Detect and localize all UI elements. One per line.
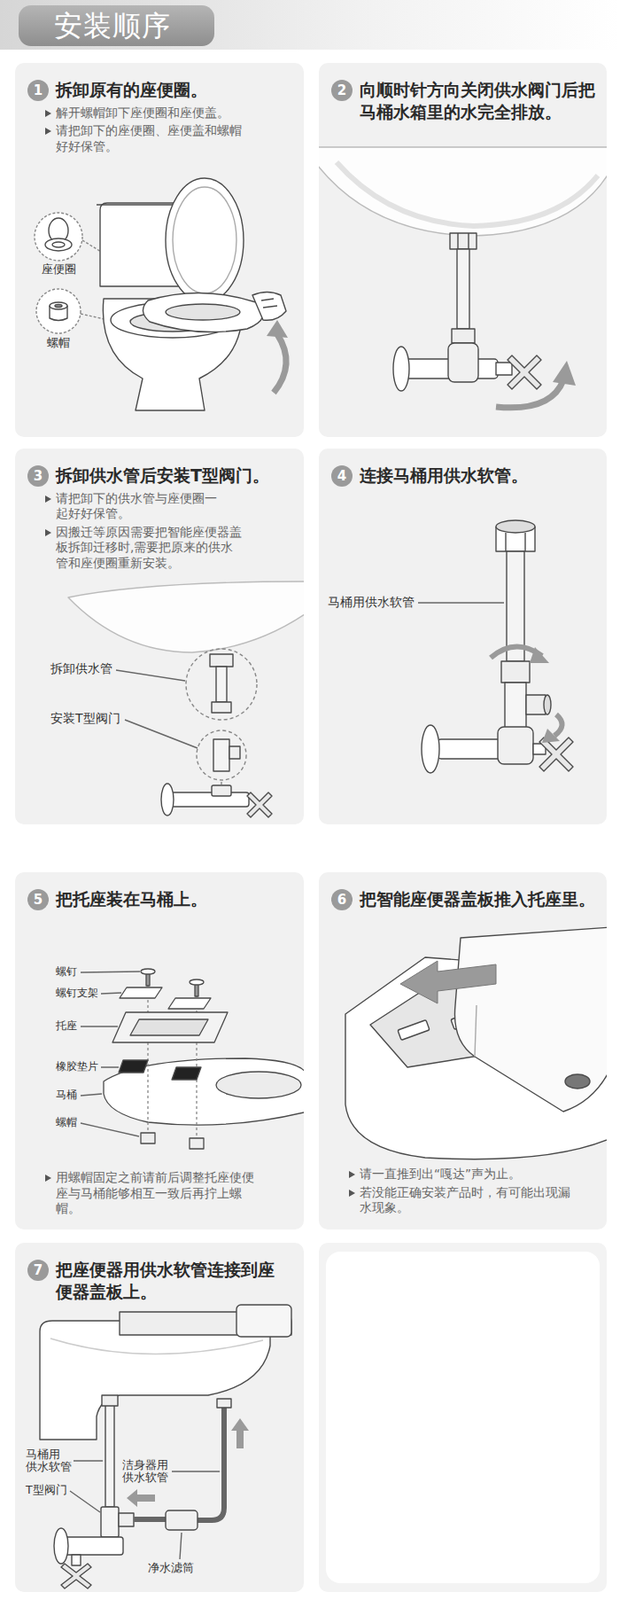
bullet-triangle bbox=[45, 528, 52, 536]
bullet-triangle bbox=[45, 109, 52, 117]
bullet-text: 请把卸下的座便圈、座便盖和螺帽好好保管。 bbox=[55, 123, 242, 155]
part-label: 托座 bbox=[55, 1019, 78, 1031]
part-label: 洁身器用 供水软管 bbox=[122, 1457, 169, 1484]
header-tab: 安装顺序 bbox=[18, 5, 215, 47]
step-number-circle: 5 bbox=[27, 888, 49, 910]
step-panel: 连接马桶用供水软管。 4 马桶用供水软管 bbox=[318, 448, 607, 824]
part-label: 座便圈 bbox=[41, 263, 77, 277]
part-label: 安装T型阀门 bbox=[50, 710, 121, 725]
hose-drawing bbox=[418, 519, 574, 773]
step-number-circle: 4 bbox=[331, 465, 353, 487]
step-heading: 向顺时针方向关闭供水阀门后把马桶水箱里的水完全排放。 bbox=[359, 78, 597, 123]
step-number: 1 bbox=[33, 84, 43, 98]
step-number-circle: 6 bbox=[331, 888, 353, 910]
part-label: 净水滤筒 bbox=[147, 1560, 194, 1574]
page-title: 安装顺序 bbox=[54, 11, 171, 40]
bullet-triangle bbox=[45, 127, 52, 135]
exploded-drawing bbox=[80, 968, 304, 1148]
push-arrow bbox=[400, 960, 496, 1003]
step-heading: 连接马桶用供水软管。 bbox=[359, 464, 597, 487]
step-number: 4 bbox=[337, 469, 347, 483]
toilet-drawing bbox=[34, 178, 287, 411]
bullet-triangle bbox=[45, 495, 52, 503]
bullet-text: 解开螺帽卸下座便圈和座便盖。 bbox=[55, 105, 242, 122]
step-heading: 拆卸供水管后安装T型阀门。 bbox=[55, 464, 291, 487]
step-panel: 把座便器用供水软管连接到座便器盖板上。 7 马桶用 供水软管 洁身器用 供水软管 T型阀… bbox=[15, 1241, 304, 1591]
part-label: 螺钉支架 bbox=[55, 986, 99, 999]
bullet-text: 请把卸下的供水管与座便圈一起好好保管。 bbox=[55, 490, 229, 522]
valve-drawing bbox=[318, 147, 607, 391]
step-number: 3 bbox=[33, 469, 43, 483]
bullet-text: 因搬迁等原因需要把智能座便器盖板拆卸迁移时,需要把原来的供水管和座便圈重新安装。 bbox=[55, 524, 242, 572]
step-number-circle: 3 bbox=[27, 465, 49, 487]
connection-drawing bbox=[39, 1303, 292, 1588]
tvalve-drawing bbox=[68, 581, 304, 817]
step-panel: 拆卸供水管后安装T型阀门。请把卸下的供水管与座便圈一起好好保管。因搬迁等原因需要… bbox=[15, 448, 304, 824]
step-panel: 把托座装在马桶上。用螺帽固定之前请前后调整托座使便座与马桶能够相互一致后再拧上螺… bbox=[15, 871, 304, 1229]
part-label: 螺钉 bbox=[55, 965, 78, 977]
bullet-item: 请把卸下的座便圈、座便盖和螺帽好好保管。 bbox=[55, 123, 242, 155]
step-heading: 把托座装在马桶上。 bbox=[55, 887, 291, 910]
part-label: 拆卸供水管 bbox=[50, 660, 113, 675]
step-number: 7 bbox=[33, 1263, 43, 1277]
bullet-triangle bbox=[45, 1173, 52, 1181]
bullet-item: 请一直推到出“嘎达”声为止。 bbox=[359, 1165, 580, 1182]
step-panel: 向顺时针方向关闭供水阀门后把马桶水箱里的水完全排放。 2 bbox=[318, 62, 607, 437]
part-label: T型阀门 bbox=[25, 1482, 68, 1496]
step4-illustration bbox=[318, 448, 607, 824]
bullet-triangle bbox=[348, 1188, 356, 1196]
bullet-triangle bbox=[348, 1170, 356, 1178]
blank-panel bbox=[318, 1241, 607, 1591]
part-label: 橡胶垫片 bbox=[55, 1060, 99, 1072]
step-panel: 把智能座便器盖板推入托座里。请一直推到出“嘎达”声为止。若没能正确安装产品时，有… bbox=[318, 871, 607, 1229]
lift-arrow bbox=[273, 333, 287, 393]
bullet-text: 用螺帽固定之前请前后调整托座使便座与马桶能够相互一致后再拧上螺帽。 bbox=[55, 1169, 264, 1217]
part-label: 马桶 bbox=[55, 1088, 78, 1101]
bullet-item: 因搬迁等原因需要把智能座便器盖板拆卸迁移时,需要把原来的供水管和座便圈重新安装。 bbox=[55, 524, 242, 572]
step-number: 6 bbox=[337, 892, 347, 907]
bullet-item: 用螺帽固定之前请前后调整托座使便座与马桶能够相互一致后再拧上螺帽。 bbox=[55, 1169, 264, 1217]
flow-arrow bbox=[126, 1488, 155, 1506]
turn-arrowhead bbox=[552, 360, 576, 386]
part-label: 马桶用 供水软管 bbox=[25, 1447, 72, 1473]
step-number-circle: 1 bbox=[27, 79, 49, 101]
step-heading: 拆卸原有的座便圈。 bbox=[55, 78, 291, 101]
bullet-item: 若没能正确安装产品时，有可能出现漏水现象。 bbox=[359, 1184, 580, 1216]
step-number: 2 bbox=[337, 84, 347, 98]
step-panel: 拆卸原有的座便圈。解开螺帽卸下座便圈和座便盖。请把卸下的座便圈、座便盖和螺帽好好… bbox=[15, 62, 304, 437]
step-number: 5 bbox=[33, 892, 43, 907]
flow-arrow bbox=[231, 1417, 249, 1448]
part-label: 螺帽 bbox=[46, 336, 70, 350]
step-number-circle: 7 bbox=[27, 1258, 49, 1280]
turn-arrowhead bbox=[529, 646, 550, 663]
turn-arrowhead bbox=[542, 728, 560, 743]
seat-drawing bbox=[345, 926, 607, 1159]
turn-arrow bbox=[496, 379, 564, 408]
lift-arrowhead bbox=[266, 319, 288, 338]
step-heading: 把智能座便器盖板推入托座里。 bbox=[359, 887, 597, 910]
bullet-text: 请一直推到出“嘎达”声为止。 bbox=[359, 1165, 580, 1182]
turn-arrow bbox=[554, 713, 563, 736]
step-number-circle: 2 bbox=[331, 79, 353, 101]
part-label: 马桶用供水软管 bbox=[327, 594, 415, 609]
bullet-text: 若没能正确安装产品时，有可能出现漏水现象。 bbox=[359, 1184, 580, 1216]
step-heading: 把座便器用供水软管连接到座便器盖板上。 bbox=[55, 1257, 282, 1302]
part-label: 螺帽 bbox=[55, 1116, 78, 1128]
bullet-item: 请把卸下的供水管与座便圈一起好好保管。 bbox=[55, 490, 229, 522]
bullet-item: 解开螺帽卸下座便圈和座便盖。 bbox=[55, 105, 242, 122]
blank-panel-inner bbox=[325, 1250, 600, 1582]
